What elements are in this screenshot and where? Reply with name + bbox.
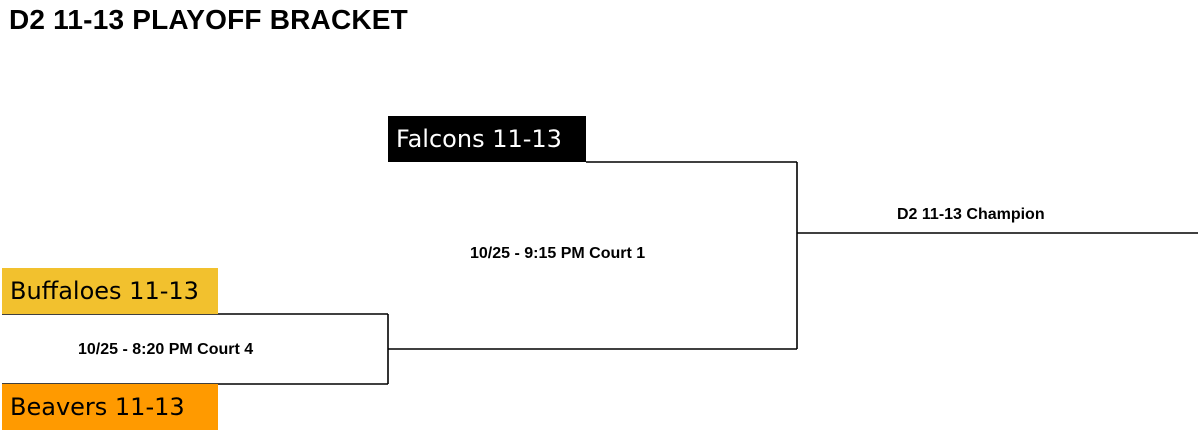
round1-match-info: 10/25 - 8:20 PM Court 4 [78,341,254,358]
team-falcons: Falcons 11-13 [388,116,586,162]
bracket-title: D2 11-13 PLAYOFF BRACKET [9,4,408,35]
champion-label: D2 11-13 Champion [897,206,1045,223]
team-beavers-label: Beavers 11-13 [10,393,185,421]
team-buffaloes-label: Buffaloes 11-13 [10,277,199,305]
team-falcons-label: Falcons 11-13 [396,125,562,153]
team-beavers: Beavers 11-13 [2,384,218,430]
final-match-info: 10/25 - 9:15 PM Court 1 [470,245,646,262]
team-buffaloes: Buffaloes 11-13 [2,268,218,314]
